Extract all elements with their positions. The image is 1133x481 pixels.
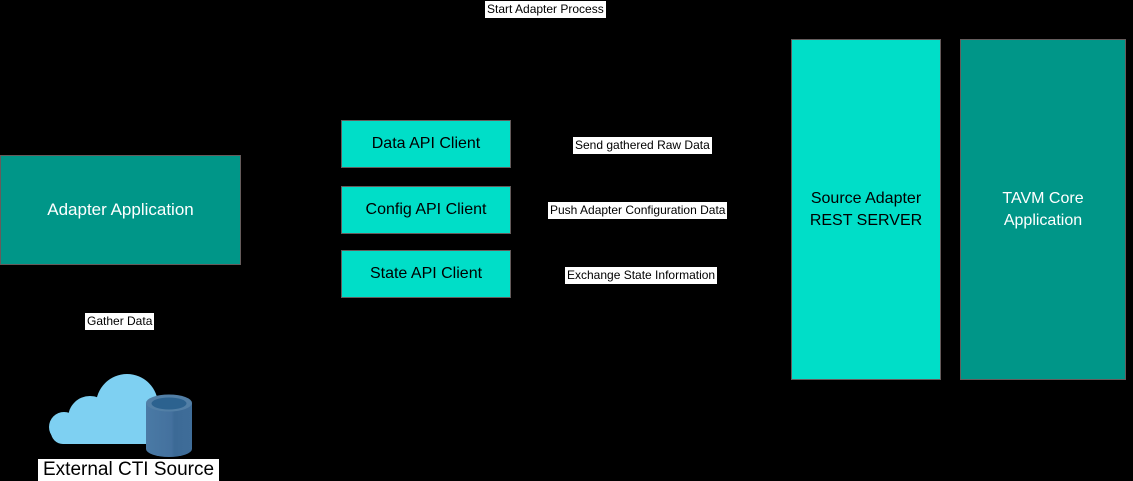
adapter-application-label: Adapter Application xyxy=(47,200,194,219)
tavm-core-line1: TAVM Core xyxy=(1002,189,1084,207)
edge-label-exchange-state-information: Exchange State Information xyxy=(565,267,718,284)
node-external-cti-source-label: External CTI Source xyxy=(38,459,220,481)
cloud-shape xyxy=(49,374,163,444)
cloud-database-icon xyxy=(49,374,192,457)
node-source-adapter-rest-server: Source Adapter REST SERVER xyxy=(791,39,941,380)
config-api-client-label: Config API Client xyxy=(365,201,487,218)
node-state-api-client: State API Client xyxy=(341,250,511,298)
edge-label-start-adapter-process: Start Adapter Process xyxy=(485,1,606,18)
state-api-client-label: State API Client xyxy=(369,265,483,282)
edge-label-send-gathered-raw-data: Send gathered Raw Data xyxy=(573,137,712,154)
edge-label-push-adapter-configuration-data: Push Adapter Configuration Data xyxy=(548,202,728,219)
node-data-api-client: Data API Client xyxy=(341,120,511,168)
tavm-core-line2: Application xyxy=(1003,211,1083,229)
source-adapter-rest-server-label: Source Adapter REST SERVER xyxy=(810,188,922,232)
data-api-client-label: Data API Client xyxy=(371,135,481,152)
node-adapter-application: Adapter Application xyxy=(0,155,241,265)
tavm-core-application-label: TAVM Core Application xyxy=(1002,188,1083,232)
node-config-api-client: Config API Client xyxy=(341,186,511,234)
source-adapter-line1: Source Adapter xyxy=(810,189,922,207)
source-adapter-line2: REST SERVER xyxy=(809,211,923,229)
edge-label-gather-data: Gather Data xyxy=(85,313,155,330)
node-tavm-core-application: TAVM Core Application xyxy=(960,39,1126,380)
database-cylinder xyxy=(146,394,192,457)
